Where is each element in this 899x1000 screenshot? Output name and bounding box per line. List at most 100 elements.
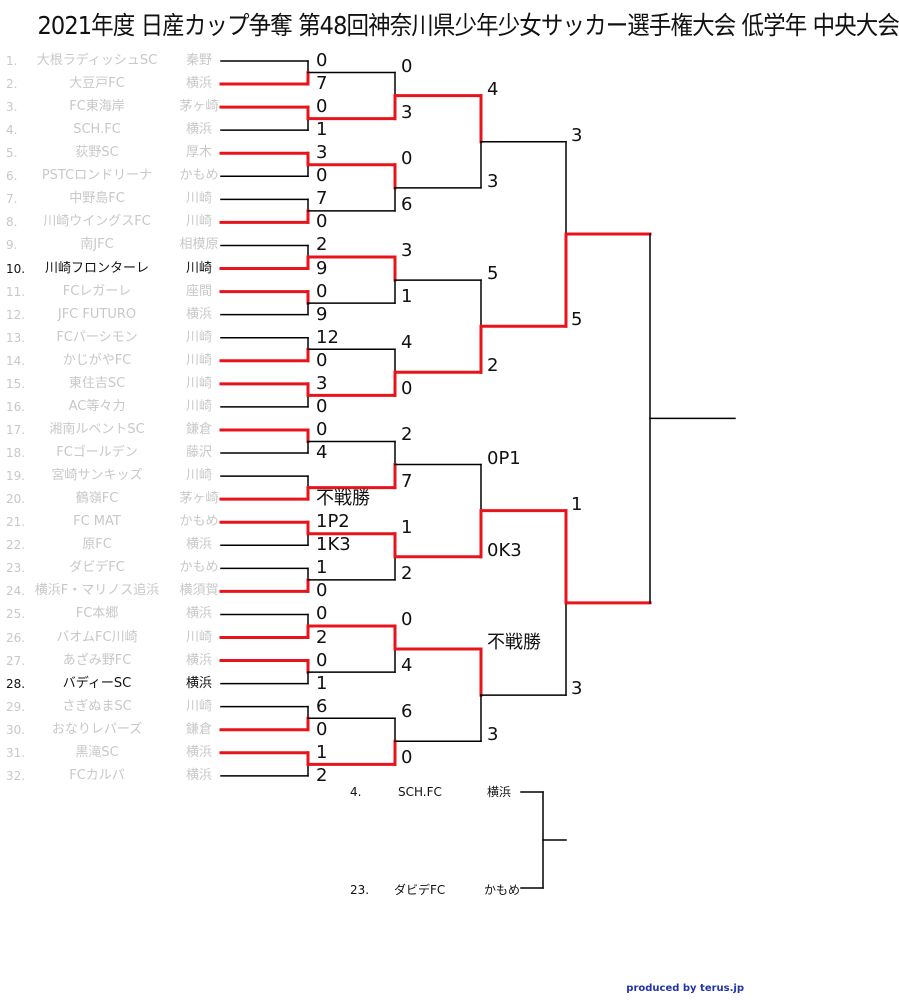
round2-score: 0	[401, 378, 413, 400]
round1-score: 不戦勝	[316, 488, 370, 510]
bracket-lines	[219, 60, 736, 889]
team-name: FCパーシモン	[56, 329, 138, 345]
team-name: 川崎ウイングスFC	[43, 214, 151, 230]
team-number: 2.	[6, 77, 18, 92]
round3-score: 0P1	[487, 447, 521, 469]
round1-score: 4	[316, 442, 328, 464]
team-number: 1.	[6, 54, 18, 68]
team-location: 川崎	[185, 375, 212, 391]
round3-score: 不戦勝	[487, 632, 541, 654]
team-number: 17.	[6, 422, 26, 437]
team-number: 21.	[6, 515, 26, 530]
round1-score: 12	[316, 326, 339, 348]
team-location: 川崎	[185, 629, 212, 645]
round2-score: 4	[401, 332, 413, 354]
team-location: 相模原	[179, 237, 219, 253]
round1-score: 0	[316, 418, 328, 440]
team-location: かもめ	[179, 514, 219, 530]
round2-score: 1	[401, 286, 413, 308]
team-name: 東住吉SC	[68, 375, 126, 391]
round2-score: 7	[401, 470, 413, 492]
team-name: あざみ野FC	[62, 652, 132, 668]
team-location: 横浜	[185, 306, 212, 322]
team-location: 茅ヶ崎	[179, 99, 219, 115]
team-number: 5.	[6, 146, 18, 161]
team-number: 22.	[6, 538, 26, 553]
round1-score: 0	[316, 718, 328, 740]
team-number: 8.	[6, 215, 18, 230]
round1-score: 9	[316, 303, 328, 325]
team-location: 川崎	[185, 214, 212, 230]
round2-score: 1	[401, 516, 413, 538]
team-number: 7.	[6, 192, 18, 207]
credit-link[interactable]: produced by terus.jp	[626, 983, 744, 994]
team-name: かじがやFC	[62, 352, 132, 368]
round1-score: 0	[316, 603, 328, 625]
team-name: FCカルパ	[69, 767, 125, 783]
round3-score: 2	[487, 355, 499, 377]
team-location: 川崎	[185, 698, 212, 714]
team-location: 川崎	[185, 398, 212, 414]
third-place-team-b-name: ダビデFC	[394, 883, 446, 897]
round2-score: 3	[401, 101, 413, 123]
team-number: 15.	[6, 376, 26, 391]
team-name: FC本郷	[75, 606, 119, 622]
team-name: ダビデFC	[69, 560, 125, 576]
page-title: 2021年度 日産カップ争奪 第48回神奈川県少年少女サッカー選手権大会 低学年…	[37, 11, 899, 40]
round3-score: 4	[487, 78, 499, 100]
round1-score: 2	[316, 764, 328, 786]
team-number: 28.	[6, 676, 26, 691]
team-location: 横浜	[185, 675, 212, 691]
round1-score: 0	[316, 96, 328, 118]
round1-score: 3	[316, 142, 328, 164]
team-name: FC MAT	[73, 514, 121, 530]
team-location: 川崎	[185, 329, 212, 345]
round2-score: 2	[401, 424, 413, 446]
semifinal-score: 5	[571, 309, 583, 331]
round1-score: 2	[316, 234, 328, 256]
team-location: 茅ヶ崎	[179, 491, 219, 507]
team-name: さぎぬまSC	[62, 698, 132, 714]
round1-score: 0	[316, 580, 328, 602]
team-name: 宮崎サンキッズ	[51, 468, 143, 484]
team-name: PSTCロンドリーナ	[41, 168, 153, 184]
round1-score: 1	[316, 557, 328, 579]
third-place-team-a-num: 4.	[350, 785, 362, 799]
team-name: 川崎フロンターレ	[44, 260, 149, 276]
team-location: 鎌倉	[185, 421, 212, 437]
team-name: 黒滝SC	[75, 744, 119, 760]
round2-score: 0	[401, 747, 413, 769]
team-name: 大豆戸FC	[69, 76, 125, 92]
team-location: 横浜	[185, 76, 212, 92]
team-number: 19.	[6, 469, 26, 484]
team-number: 11.	[6, 284, 26, 299]
round1-score: 2	[316, 626, 328, 648]
team-name: FCゴールデン	[56, 445, 138, 461]
round1-score: 1K3	[316, 534, 351, 556]
round1-score: 0	[316, 395, 328, 417]
team-number: 12.	[6, 307, 26, 322]
third-place-team-a-name: SCH.FC	[398, 785, 442, 799]
round3-score: 0K3	[487, 539, 522, 561]
round3-score: 3	[487, 724, 499, 746]
team-name: JFC FUTURO	[57, 306, 137, 322]
team-location: 川崎	[185, 352, 212, 368]
team-number: 23.	[6, 561, 26, 576]
team-number: 25.	[6, 607, 26, 622]
team-number: 29.	[6, 699, 26, 714]
team-location: 座間	[185, 283, 212, 299]
round2-score: 0	[401, 147, 413, 169]
round1-score: 7	[316, 188, 328, 210]
team-name: バディーSC	[62, 675, 132, 691]
round1-score: 1	[316, 119, 328, 141]
round1-score: 0	[316, 349, 328, 371]
round2-score: 4	[401, 655, 413, 677]
team-name: 湘南ルベントSC	[49, 421, 145, 437]
team-number: 26.	[6, 630, 26, 645]
team-location: 横浜	[185, 606, 212, 622]
semifinal-score: 3	[571, 124, 583, 146]
round3-score: 5	[487, 263, 499, 285]
team-number: 10.	[6, 261, 26, 276]
round1-score: 1	[316, 741, 328, 763]
round2-score: 0	[401, 608, 413, 630]
